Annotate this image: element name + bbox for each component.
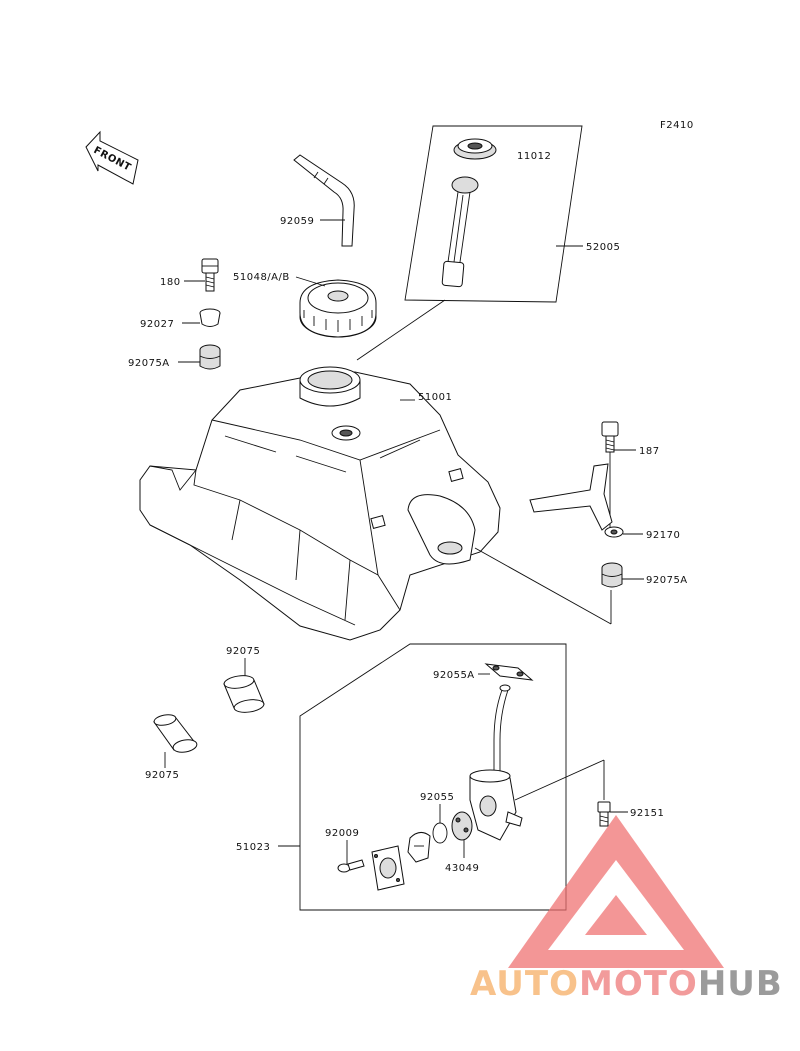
label-92075-bottom: 92075 [145, 770, 179, 781]
label-92075A-right: 92075A [646, 575, 688, 586]
front-arrow-icon: FRONT [85, 130, 139, 185]
watermark-part-hub: HUB [698, 964, 783, 1004]
label-92009: 92009 [325, 828, 359, 839]
label-92055: 92055 [420, 792, 454, 803]
figure-code: F2410 [660, 120, 694, 131]
screw-92009-icon [337, 859, 365, 873]
fuel-cock-box: 51023 92055A 92055 [236, 643, 605, 911]
breather-hose-92059 [293, 154, 355, 247]
label-92075A-left: 92075A [128, 358, 170, 369]
label-92055A: 92055A [433, 670, 475, 681]
damper-92075-top-icon [223, 675, 265, 713]
label-187: 187 [639, 446, 660, 457]
watermark-part-moto: MOTO [579, 964, 698, 1004]
bolt-180-icon [201, 258, 219, 292]
svg-text:AUTOMOTOHUB: AUTOMOTOHUB [470, 964, 783, 1004]
damper-92075-bottom-icon [153, 714, 198, 753]
lever-icon [407, 832, 431, 863]
seal-11012 [453, 138, 497, 160]
collar-92027-icon [199, 308, 221, 327]
label-92059: 92059 [280, 216, 314, 227]
label-51023: 51023 [236, 842, 270, 853]
o-ring-92055-icon [432, 822, 448, 844]
filler-neck-box: 11012 52005 [356, 125, 620, 361]
fuel-cap-51048-icon [299, 279, 377, 338]
label-92170: 92170 [646, 530, 680, 541]
damper-92075A-left-icon [199, 344, 221, 370]
watermark-part-auto: AUTO [470, 964, 579, 1004]
bolt-187-icon [601, 421, 619, 453]
cover-plate-icon [371, 845, 405, 891]
label-92151: 92151 [630, 808, 664, 819]
label-92027: 92027 [140, 319, 174, 330]
watermark-logo: AUTOMOTOHUB [470, 815, 783, 1004]
label-11012: 11012 [517, 151, 551, 162]
lever-plate-43049-icon [451, 811, 473, 841]
gasket-92055A-icon [484, 663, 534, 681]
label-180: 180 [160, 277, 181, 288]
label-51001: 51001 [418, 392, 452, 403]
fuel-tank-51001 [139, 366, 501, 641]
screw-92151-icon [597, 801, 611, 827]
damper-92075A-right-icon [601, 562, 623, 588]
filler-tube-52005 [441, 176, 479, 288]
bracket-92170-icon [529, 463, 624, 538]
fuel-cock-body-icon [469, 769, 523, 841]
label-52005: 52005 [586, 242, 620, 253]
label-51048: 51048/A/B [233, 272, 290, 283]
label-92075-top: 92075 [226, 646, 260, 657]
label-43049: 43049 [445, 863, 479, 874]
